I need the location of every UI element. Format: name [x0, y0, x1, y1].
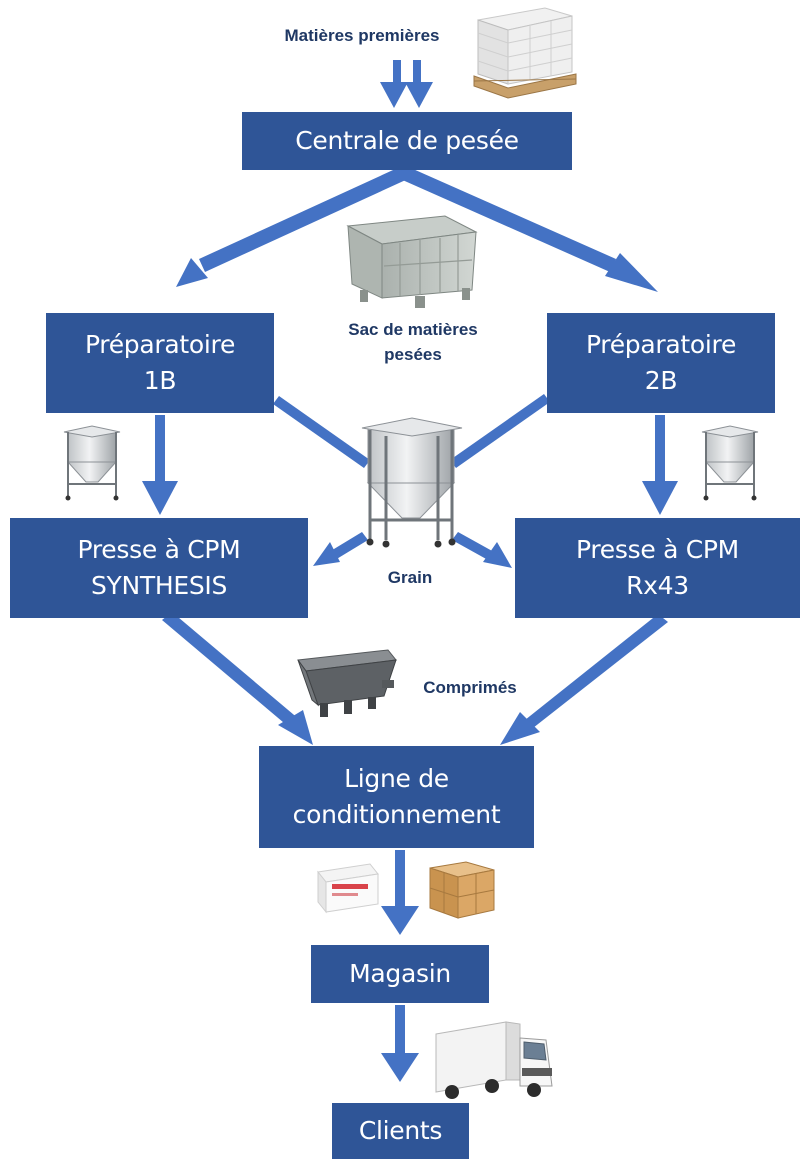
ibc-container-large-image [361, 417, 463, 548]
arrow-grain-to-presse-rx43 [452, 532, 512, 568]
sacks-pallet-image [473, 7, 577, 99]
arrow-presse-rx43-to-ligne [500, 614, 668, 745]
node-preparatoire-2b: Préparatoire 2B [547, 313, 775, 413]
line-prep-2b-to-grain [450, 394, 550, 468]
medicine-box-image [317, 863, 379, 914]
node-magasin: Magasin [311, 945, 489, 1003]
tablet-hopper-image [297, 649, 397, 717]
line-prep-1b-to-grain [273, 396, 370, 468]
plastic-bin-image [346, 215, 478, 308]
arrow-centrale-to-prep-1b [176, 165, 410, 287]
node-ligne-de-conditionnement: Ligne de conditionnement [259, 746, 534, 848]
delivery-truck-image [435, 1021, 553, 1099]
ibc-container-left-image [63, 425, 121, 501]
label-sac-matieres-pesees: Sac de matières pesées [348, 320, 478, 364]
arrow-grain-to-presse-synthesis [313, 532, 368, 566]
node-clients: Clients [332, 1103, 469, 1159]
ibc-container-right-image [701, 425, 759, 501]
node-preparatoire-1b: Préparatoire 1B [46, 313, 274, 413]
node-presse-cpm-synthesis: Presse à CPM SYNTHESIS [10, 518, 308, 618]
node-centrale-de-pesee: Centrale de pesée [242, 112, 572, 170]
label-matieres-premieres: Matières premières [284, 26, 440, 45]
arrow-centrale-to-prep-2b [398, 165, 658, 292]
label-grain: Grain [387, 568, 433, 587]
arrow-prep-1b-to-presse-synthesis [142, 415, 178, 515]
label-comprimes: Comprimés [423, 678, 517, 697]
flow-arrows [142, 60, 678, 1082]
arrow-magasin-to-clients [381, 1005, 419, 1082]
arrow-prep-2b-to-presse-rx43 [642, 415, 678, 515]
arrow-presse-synthesis-to-ligne [162, 612, 313, 745]
arrow-ligne-to-magasin [381, 850, 419, 935]
cardboard-boxes-image [429, 861, 495, 919]
arrow-matieres-to-centrale [380, 60, 433, 108]
node-presse-cpm-rx43: Presse à CPM Rx43 [515, 518, 800, 618]
